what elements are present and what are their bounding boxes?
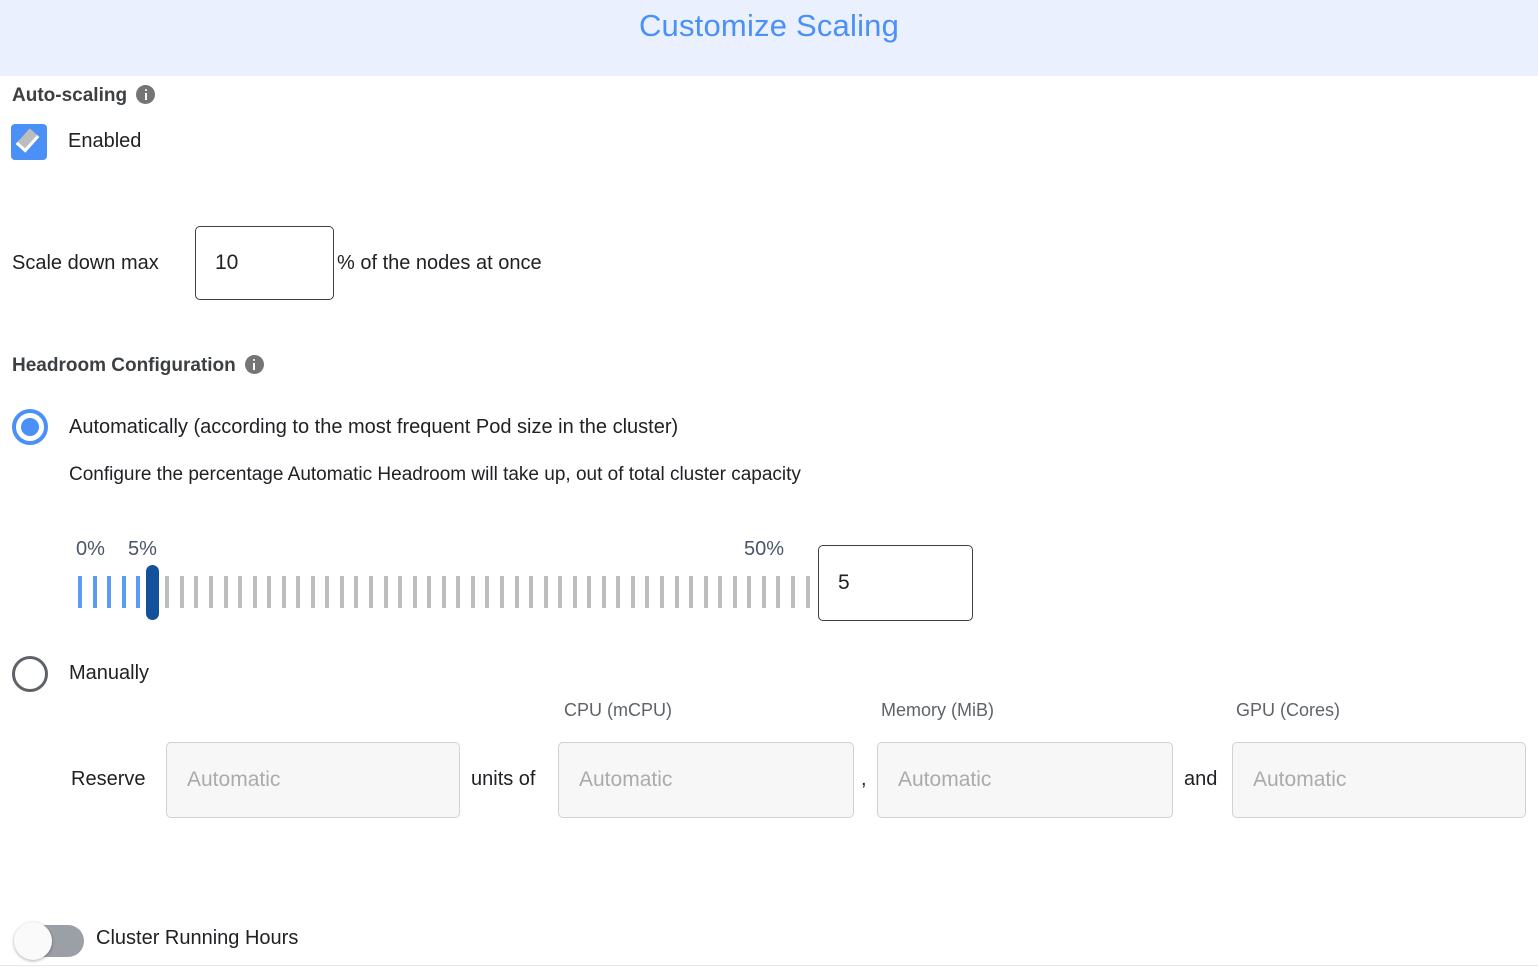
headroom-percentage-slider[interactable]: [78, 565, 810, 620]
slider-current-label: 5%: [128, 538, 157, 560]
comma-separator: ,: [861, 768, 867, 790]
slider-tick: [383, 576, 388, 608]
slider-tick: [310, 576, 315, 608]
slider-tick: [107, 576, 112, 608]
slider-tick: [645, 576, 650, 608]
radio-headroom-automatic[interactable]: [12, 409, 48, 445]
slider-tick: [470, 576, 475, 608]
slider-tick: [718, 576, 723, 608]
slider-tick: [514, 576, 519, 608]
page-title: Customize Scaling: [638, 8, 900, 43]
slider-tick: [441, 576, 446, 608]
slider-tick: [543, 576, 548, 608]
slider-tick: [747, 576, 752, 608]
slider-tick: [354, 576, 359, 608]
slider-tick: [223, 576, 228, 608]
headroom-percentage-input[interactable]: [818, 545, 973, 621]
slider-tick: [252, 576, 257, 608]
slider-max-label: 50%: [744, 538, 785, 560]
slider-tick: [761, 576, 766, 608]
info-icon[interactable]: [136, 85, 156, 105]
slider-tick: [267, 576, 272, 608]
slider-tick: [121, 576, 126, 608]
reserve-units-input[interactable]: [166, 742, 460, 818]
scale-down-max-label: Scale down max: [12, 252, 159, 274]
slider-min-label: 0%: [76, 538, 105, 560]
info-icon[interactable]: [244, 355, 264, 375]
slider-tick: [427, 576, 432, 608]
dialog-header: Customize Scaling: [0, 0, 1538, 76]
slider-tick: [296, 576, 301, 608]
slider-tick: [703, 576, 708, 608]
slider-tick: [616, 576, 621, 608]
slider-tick: [805, 576, 810, 608]
column-header-cpu: CPU (mCPU): [564, 700, 672, 720]
headroom-section-label: Headroom Configuration: [12, 355, 264, 377]
reserve-memory-input[interactable]: [877, 742, 1173, 818]
reserve-cpu-input[interactable]: [558, 742, 854, 818]
autoscaling-enabled-checkbox[interactable]: [11, 124, 47, 160]
cluster-running-hours-label: Cluster Running Hours: [96, 927, 299, 949]
slider-tick: [398, 576, 403, 608]
slider-tick: [179, 576, 184, 608]
slider-tick: [325, 576, 330, 608]
reserve-label: Reserve: [71, 768, 146, 790]
slider-tick: [558, 576, 563, 608]
slider-thumb[interactable]: [146, 565, 160, 620]
slider-tick: [587, 576, 592, 608]
slider-tick: [281, 576, 286, 608]
slider-tick: [78, 576, 82, 608]
headroom-automatic-description: Configure the percentage Automatic Headr…: [69, 464, 801, 485]
slider-tick: [369, 576, 373, 608]
slider-tick: [499, 576, 504, 608]
slider-tick: [660, 576, 664, 608]
slider-tick: [208, 576, 213, 608]
slider-tick: [456, 576, 461, 608]
slider-tick: [572, 576, 577, 608]
units-of-label: units of: [471, 768, 536, 790]
and-separator: and: [1184, 768, 1218, 790]
slider-tick: [194, 576, 199, 608]
column-header-gpu: GPU (Cores): [1236, 700, 1341, 720]
autoscaling-enabled-label: Enabled: [68, 130, 142, 152]
slider-tick: [412, 576, 417, 608]
slider-tick: [790, 576, 795, 608]
scale-down-max-suffix: % of the nodes at once: [337, 252, 542, 274]
slider-tick: [165, 576, 170, 608]
headroom-section-label-text: Headroom Configuration: [12, 355, 236, 376]
check-icon: [15, 128, 40, 153]
scale-down-max-input[interactable]: [195, 226, 334, 300]
radio-headroom-manual[interactable]: [12, 656, 48, 692]
slider-tick: [238, 576, 243, 608]
cluster-running-hours-toggle[interactable]: [14, 922, 84, 960]
slider-tick: [776, 576, 781, 608]
slider-tick: [529, 576, 534, 608]
slider-tick: [601, 576, 606, 608]
autoscaling-section-label-text: Auto-scaling: [12, 85, 128, 106]
slider-tick: [339, 576, 344, 608]
slider-tick: [485, 576, 490, 608]
slider-tick: [689, 576, 694, 608]
reserve-gpu-input[interactable]: [1232, 742, 1526, 818]
column-header-memory: Memory (MiB): [881, 700, 994, 720]
toggle-knob: [14, 922, 52, 960]
radio-headroom-automatic-label: Automatically (according to the most fre…: [69, 416, 679, 438]
slider-tick: [630, 576, 635, 608]
slider-tick: [732, 576, 737, 608]
slider-tick: [136, 576, 141, 608]
bottom-divider: [0, 965, 1538, 966]
autoscaling-section-label: Auto-scaling: [12, 85, 156, 107]
slider-tick: [674, 576, 679, 608]
radio-headroom-manual-label: Manually: [69, 662, 150, 684]
slider-tick: [92, 576, 97, 608]
